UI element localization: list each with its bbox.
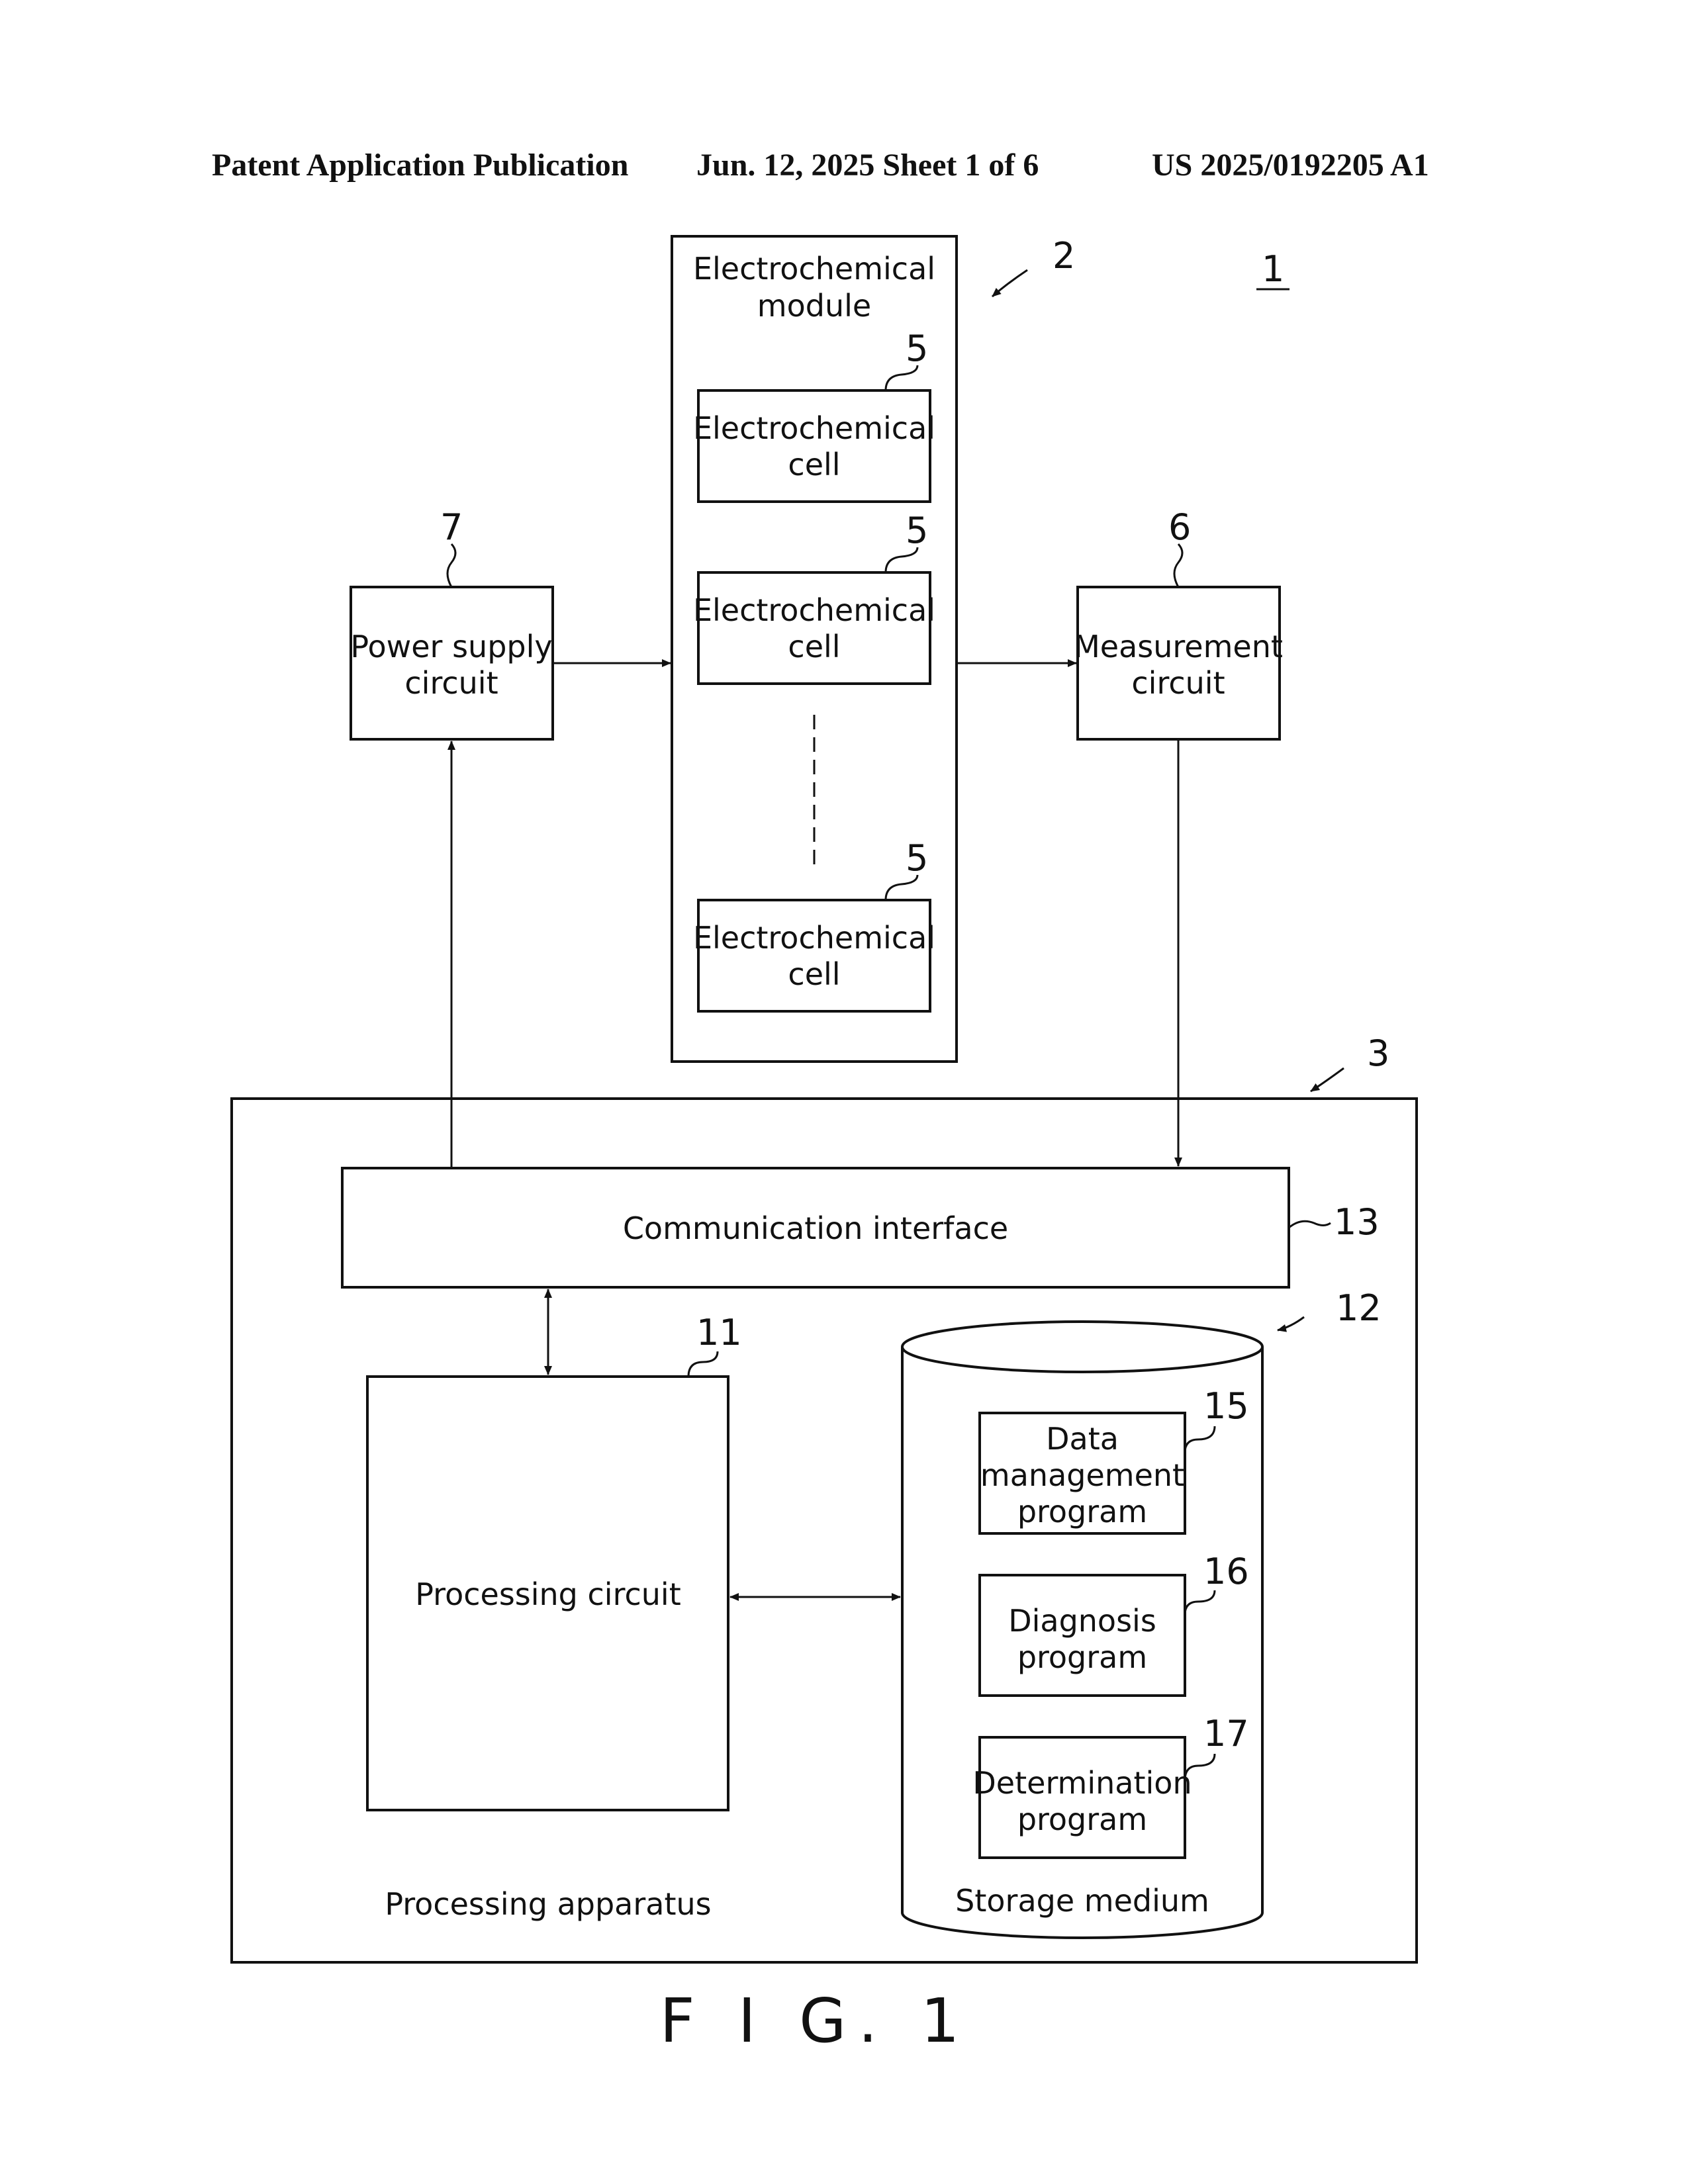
- communication-interface: Communication interface 13: [342, 1168, 1380, 1287]
- determination-program-line2: program: [1017, 1801, 1147, 1837]
- module-label-line1: Electrochemical: [693, 251, 935, 287]
- ref-module-2: 2: [1053, 235, 1075, 277]
- ref-storage-12: 12: [1336, 1287, 1382, 1329]
- measurement-label-line1: Measurement: [1074, 629, 1283, 664]
- power-label-line1: Power supply: [350, 629, 552, 664]
- processing-circuit-label: Processing circuit: [415, 1576, 681, 1612]
- ref-system-1: 1: [1262, 248, 1284, 290]
- cell-2-box: [698, 572, 930, 684]
- ref-apparatus-3: 3: [1367, 1032, 1389, 1074]
- cell-1-label-line2: cell: [788, 447, 840, 482]
- ref-leader-measurement: [1174, 544, 1182, 587]
- cell-2-label-line2: cell: [788, 629, 840, 664]
- communication-interface-label: Communication interface: [623, 1210, 1008, 1246]
- ref-measurement-6: 6: [1168, 506, 1191, 548]
- ref-processing-11: 11: [696, 1312, 742, 1353]
- ref-data-15: 15: [1203, 1385, 1249, 1427]
- ref-cell-1: 5: [906, 328, 928, 369]
- data-program-line3: program: [1017, 1494, 1147, 1529]
- ref-leader-power: [447, 544, 455, 587]
- figure-caption: F I G. 1: [660, 1985, 972, 2056]
- storage-cylinder-top: [902, 1322, 1262, 1372]
- measurement-circuit: Measurement circuit 6: [1074, 506, 1283, 739]
- ref-arrow-2: [992, 270, 1027, 296]
- power-supply-circuit: Power supply circuit 7: [350, 506, 553, 739]
- ref-cell-2: 5: [906, 510, 928, 551]
- data-program-line2: management: [980, 1457, 1184, 1493]
- determination-program-line1: Determination: [972, 1765, 1192, 1801]
- cell-1-label-line1: Electrochemical: [693, 410, 935, 446]
- ref-diagnosis-16: 16: [1203, 1551, 1249, 1592]
- ref-cell-3: 5: [906, 837, 928, 879]
- measurement-label-line2: circuit: [1131, 665, 1225, 701]
- power-label-line2: circuit: [404, 665, 498, 701]
- diagnosis-program-line1: Diagnosis: [1008, 1603, 1156, 1639]
- diagnosis-program-line2: program: [1017, 1639, 1147, 1675]
- processing-apparatus-label: Processing apparatus: [385, 1886, 711, 1922]
- ref-arrow-3: [1311, 1068, 1344, 1091]
- processing-circuit: Processing circuit 11: [367, 1312, 742, 1810]
- module-label-line2: module: [757, 288, 871, 324]
- ref-determination-17: 17: [1203, 1713, 1249, 1754]
- cell-3-label-line1: Electrochemical: [693, 920, 935, 956]
- ref-comm-13: 13: [1334, 1201, 1380, 1243]
- cell-3-label-line2: cell: [788, 956, 840, 992]
- ref-power-7: 7: [440, 506, 463, 548]
- storage-medium-label: Storage medium: [955, 1883, 1209, 1919]
- cell-1-box: [698, 390, 930, 502]
- data-program-line1: Data: [1046, 1421, 1119, 1457]
- cell-2-label-line1: Electrochemical: [693, 592, 935, 628]
- cell-3-box: [698, 900, 930, 1011]
